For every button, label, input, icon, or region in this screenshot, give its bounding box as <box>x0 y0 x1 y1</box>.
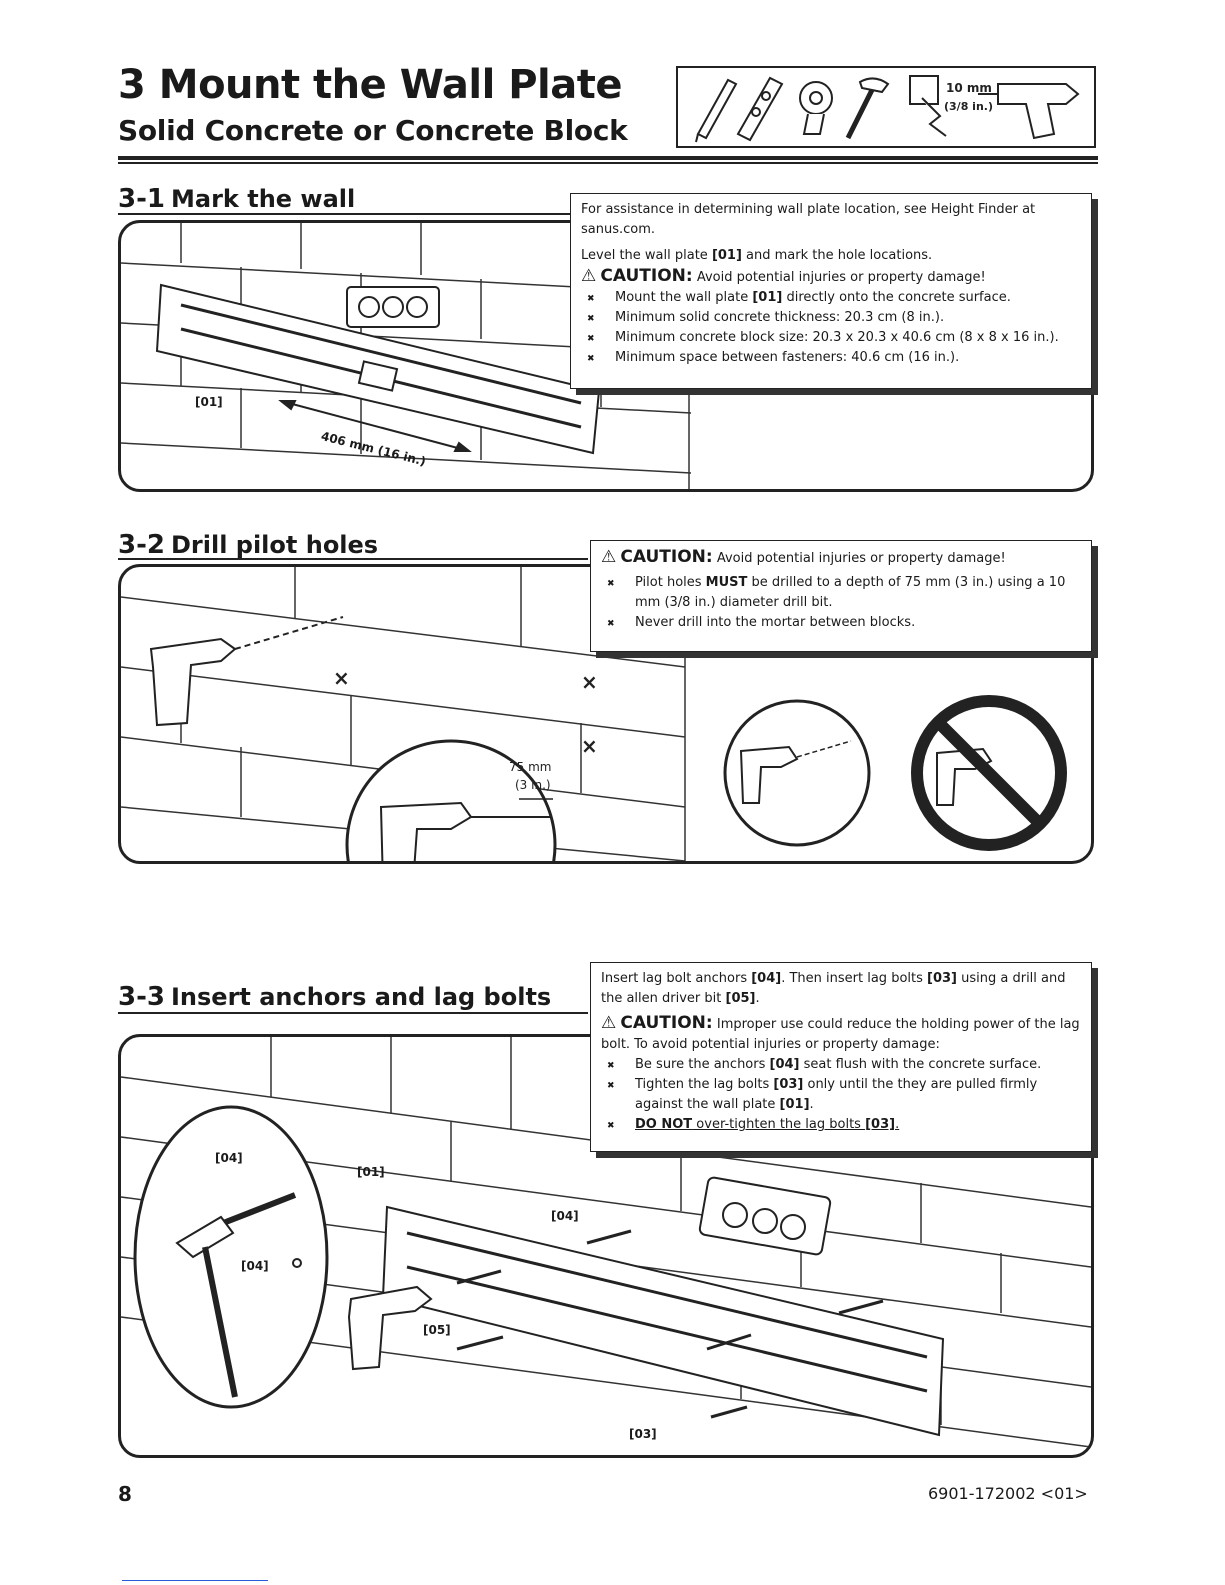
drill-bit-size: 10 mm <box>946 81 992 95</box>
level-icon <box>738 78 782 140</box>
drill-tool <box>151 617 343 725</box>
label-part-01: [01] <box>195 395 223 409</box>
caution-text: Avoid potential injuries or property dam… <box>717 551 1006 566</box>
label-anchor-04: [04] <box>551 1209 579 1223</box>
label-anchor-04: [04] <box>215 1151 243 1165</box>
caution-line: ⚠ CAUTION: Avoid potential injuries or p… <box>601 547 1081 569</box>
label-bolt-03: [03] <box>629 1427 657 1441</box>
list-item: Minimum space between fasteners: 40.6 cm… <box>581 348 1081 368</box>
note-intro-text: Insert lag bolt anchors [04]. Then inser… <box>601 969 1081 1009</box>
caution-line: ⚠ CAUTION: Avoid potential injuries or p… <box>581 266 1081 288</box>
list-item: Minimum solid concrete thickness: 20.3 c… <box>581 308 1081 328</box>
caution-line: ⚠ CAUTION: Improper use could reduce the… <box>601 1013 1081 1055</box>
wall-plate-01 <box>383 1207 943 1435</box>
warning-icon: ⚠ <box>581 266 596 286</box>
list-item: Never drill into the mortar between bloc… <box>601 613 1081 633</box>
caution-list: Pilot holes MUST be drilled to a depth o… <box>601 573 1081 633</box>
page-number: 8 <box>118 1482 132 1506</box>
list-item: Tighten the lag bolts [03] only until th… <box>601 1075 1081 1115</box>
caution-list: Mount the wall plate [01] directly onto … <box>581 288 1081 368</box>
step-2-number: 3-2 <box>118 530 165 560</box>
label-bit-05: [05] <box>423 1323 451 1337</box>
list-item: Be sure the anchors [04] seat flush with… <box>601 1055 1081 1075</box>
warning-icon: ⚠ <box>601 547 616 567</box>
page-subtitle: Solid Concrete or Concrete Block <box>118 114 627 147</box>
caution-label: CAUTION: <box>620 1013 712 1033</box>
level-tool <box>347 287 439 327</box>
tools-required-box: 10 mm (3/8 in.) <box>676 66 1096 148</box>
page-title: 3 Mount the Wall Plate <box>118 62 622 108</box>
list-item: Minimum concrete block size: 20.3 x 20.3… <box>581 328 1081 348</box>
caution-label: CAUTION: <box>600 266 692 286</box>
step-1-number: 3-1 <box>118 184 165 214</box>
drill-icon <box>978 84 1078 138</box>
level-tool <box>699 1177 831 1256</box>
tape-measure-icon <box>800 82 832 134</box>
caution-list: Be sure the anchors [04] seat flush with… <box>601 1055 1081 1135</box>
step-3-number: 3-3 <box>118 982 165 1012</box>
step-1-title: Mark the wall <box>171 185 355 213</box>
depth-in: (3 in.) <box>515 778 551 792</box>
hammer-icon <box>848 78 888 138</box>
mark-x: × <box>581 734 598 758</box>
mark-x: × <box>333 666 350 690</box>
header-rule <box>118 156 1098 160</box>
step-1-note: For assistance in determining wall plate… <box>570 193 1092 389</box>
list-item: Pilot holes MUST be drilled to a depth o… <box>601 573 1081 613</box>
depth-mm: 75 mm <box>509 760 551 774</box>
label-anchor-04: [04] <box>241 1259 269 1273</box>
caution-text: Avoid potential injuries or property dam… <box>697 270 986 285</box>
step-2-rule <box>118 558 588 560</box>
step-1-rule <box>118 213 578 215</box>
list-item: Mount the wall plate [01] directly onto … <box>581 288 1081 308</box>
mark-x: × <box>581 670 598 694</box>
step-2-title: Drill pilot holes <box>171 531 378 559</box>
step-3-note: Insert lag bolt anchors [04]. Then inser… <box>590 962 1092 1152</box>
footer-line <box>122 1580 268 1581</box>
label-plate-01: [01] <box>357 1165 385 1179</box>
warning-icon: ⚠ <box>601 1013 616 1033</box>
header-rule-thin <box>118 162 1098 164</box>
masonry-bit-icon: 10 mm (3/8 in.) <box>910 76 993 136</box>
list-item: DO NOT over-tighten the lag bolts [03]. <box>601 1115 1081 1135</box>
note-help-text: For assistance in determining wall plate… <box>581 200 1081 240</box>
step-3-rule <box>118 1012 588 1014</box>
note-level-text: Level the wall plate [01] and mark the h… <box>581 246 1081 266</box>
document-number: 6901-172002 <01> <box>928 1484 1088 1503</box>
step-2-note: ⚠ CAUTION: Avoid potential injuries or p… <box>590 540 1092 652</box>
prohibited-example <box>917 701 1061 845</box>
step-3-title: Insert anchors and lag bolts <box>171 983 551 1011</box>
correct-example <box>725 701 869 845</box>
depth-detail <box>347 741 555 861</box>
caution-label: CAUTION: <box>620 547 712 567</box>
drill-bit-size-imperial: (3/8 in.) <box>944 100 993 113</box>
pencil-icon <box>696 80 736 142</box>
